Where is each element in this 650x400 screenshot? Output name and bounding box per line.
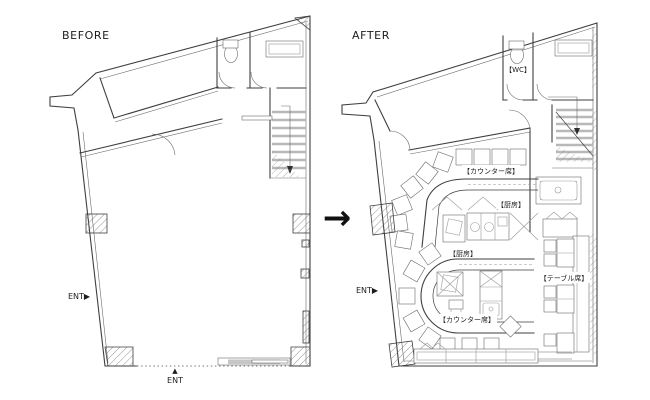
- after-stairs: [548, 96, 594, 169]
- after-counter-bottom-zone: 【厨房】 【カウンター席】: [398, 242, 535, 354]
- after-table-zone: 【テーブル席】: [536, 211, 592, 354]
- before-title: BEFORE: [62, 29, 110, 42]
- after-bottom-bench: [388, 340, 572, 368]
- after-kitchen-top-equipment: [431, 196, 539, 243]
- before-corridor-walls: [99, 77, 219, 123]
- before-ent-bottom-marker: ▲: [172, 367, 178, 375]
- before-wc-rooms: [216, 32, 307, 89]
- after-title: AFTER: [352, 29, 390, 42]
- after-ent-side-label: ENT▶: [356, 286, 379, 295]
- before-shopfront-counter: [217, 357, 291, 366]
- before-ent-side-label: ENT▶: [68, 292, 91, 301]
- before-stairs: [241, 87, 306, 179]
- after-wc-label: 【WC】: [505, 66, 531, 74]
- after-kitchen-top-label: 【厨房】: [497, 200, 525, 209]
- after-sink-station: [535, 176, 582, 205]
- after-counter-bottom-label: 【カウンター席】: [439, 315, 495, 324]
- before-interior-wall: [79, 118, 223, 158]
- toilet-icon: [508, 40, 525, 64]
- after-interior-walls: [374, 99, 531, 233]
- closet: [265, 40, 304, 58]
- after-counter-top-zone: 【カウンター席】 【厨房】: [389, 148, 539, 250]
- after-plan: AFTER: [341, 22, 598, 368]
- before-columns: [85, 15, 311, 367]
- after-kitchen-mid-label: 【厨房】: [449, 249, 477, 258]
- before-exterior-walls: [49, 15, 311, 367]
- after-counter-top-label: 【カウンター席】: [463, 167, 519, 176]
- before-plan: BEFORE: [49, 15, 311, 385]
- closet: [554, 39, 593, 57]
- after-columns: [369, 30, 597, 354]
- toilet-icon: [222, 39, 239, 63]
- after-table-label: 【テーブル席】: [540, 274, 589, 283]
- after-wc-rooms: 【WC】: [502, 32, 594, 101]
- before-ent-bottom-label: ENT: [167, 376, 183, 385]
- after-kitchen-mid-equipment: [436, 270, 503, 320]
- transform-arrow: →: [323, 198, 352, 238]
